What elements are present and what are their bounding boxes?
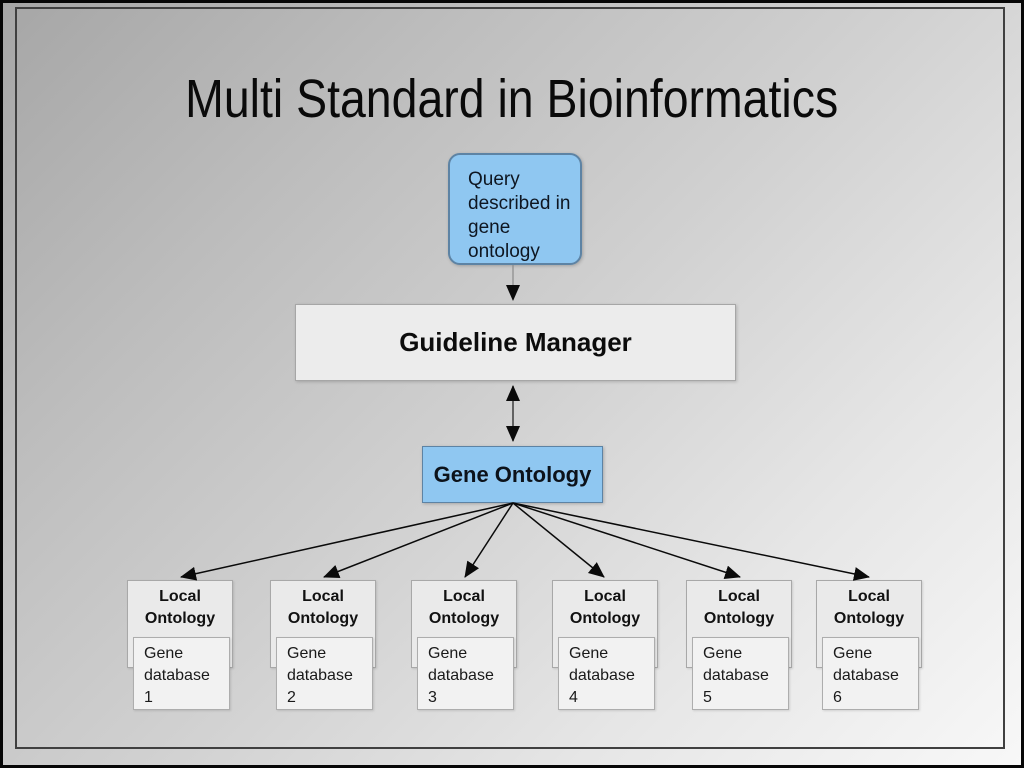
arrow-go-to-local-2: [323, 502, 514, 579]
local-ontology-group-3: Local Ontology Gene database 3: [411, 580, 517, 713]
local-ontology-group-1: Local Ontology Gene database 1: [127, 580, 233, 713]
gene-database-node: Gene database 1: [133, 637, 230, 710]
slide-title-text: Multi Standard in Bioinformatics: [185, 69, 839, 129]
gene-database-node: Gene database 4: [558, 637, 655, 710]
slide-title: Multi Standard in Bioinformatics: [0, 69, 1024, 129]
gene-database-node: Gene database 3: [417, 637, 514, 710]
local-ontology-group-6: Local Ontology Gene database 6: [816, 580, 922, 713]
arrow-go-to-local-5: [512, 502, 741, 580]
local-ontology-group-5: Local Ontology Gene database 5: [686, 580, 792, 713]
gene-database-node: Gene database 2: [276, 637, 373, 710]
local-ontology-group-2: Local Ontology Gene database 2: [270, 580, 376, 713]
arrow-go-to-local-3: [464, 502, 514, 578]
gene-ontology-node: Gene Ontology: [422, 446, 603, 503]
gene-database-node: Gene database 5: [692, 637, 789, 710]
arrow-go-to-local-1: [180, 502, 514, 581]
arrow-go-to-local-4: [512, 502, 605, 578]
query-node: Query described in gene ontology: [448, 153, 582, 265]
arrow-go-to-local-6: [512, 502, 870, 581]
local-ontology-group-4: Local Ontology Gene database 4: [552, 580, 658, 713]
gene-database-node: Gene database 6: [822, 637, 919, 710]
guideline-manager-node: Guideline Manager: [295, 304, 736, 381]
